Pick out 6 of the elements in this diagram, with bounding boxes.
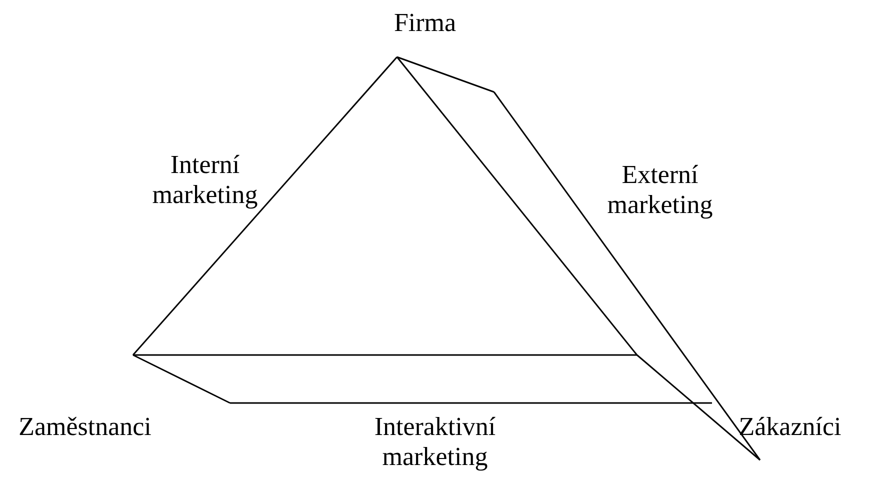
vertex-label: Interaktivní marketing bbox=[373, 412, 497, 472]
vertex-label: Externí marketing bbox=[606, 160, 714, 220]
vertex-label: Zaměstnanci bbox=[18, 412, 152, 442]
vertex-label: Interní marketing bbox=[151, 150, 259, 210]
vertex-label: Firma bbox=[392, 8, 458, 38]
vertex-label: Zákazníci bbox=[738, 412, 842, 442]
